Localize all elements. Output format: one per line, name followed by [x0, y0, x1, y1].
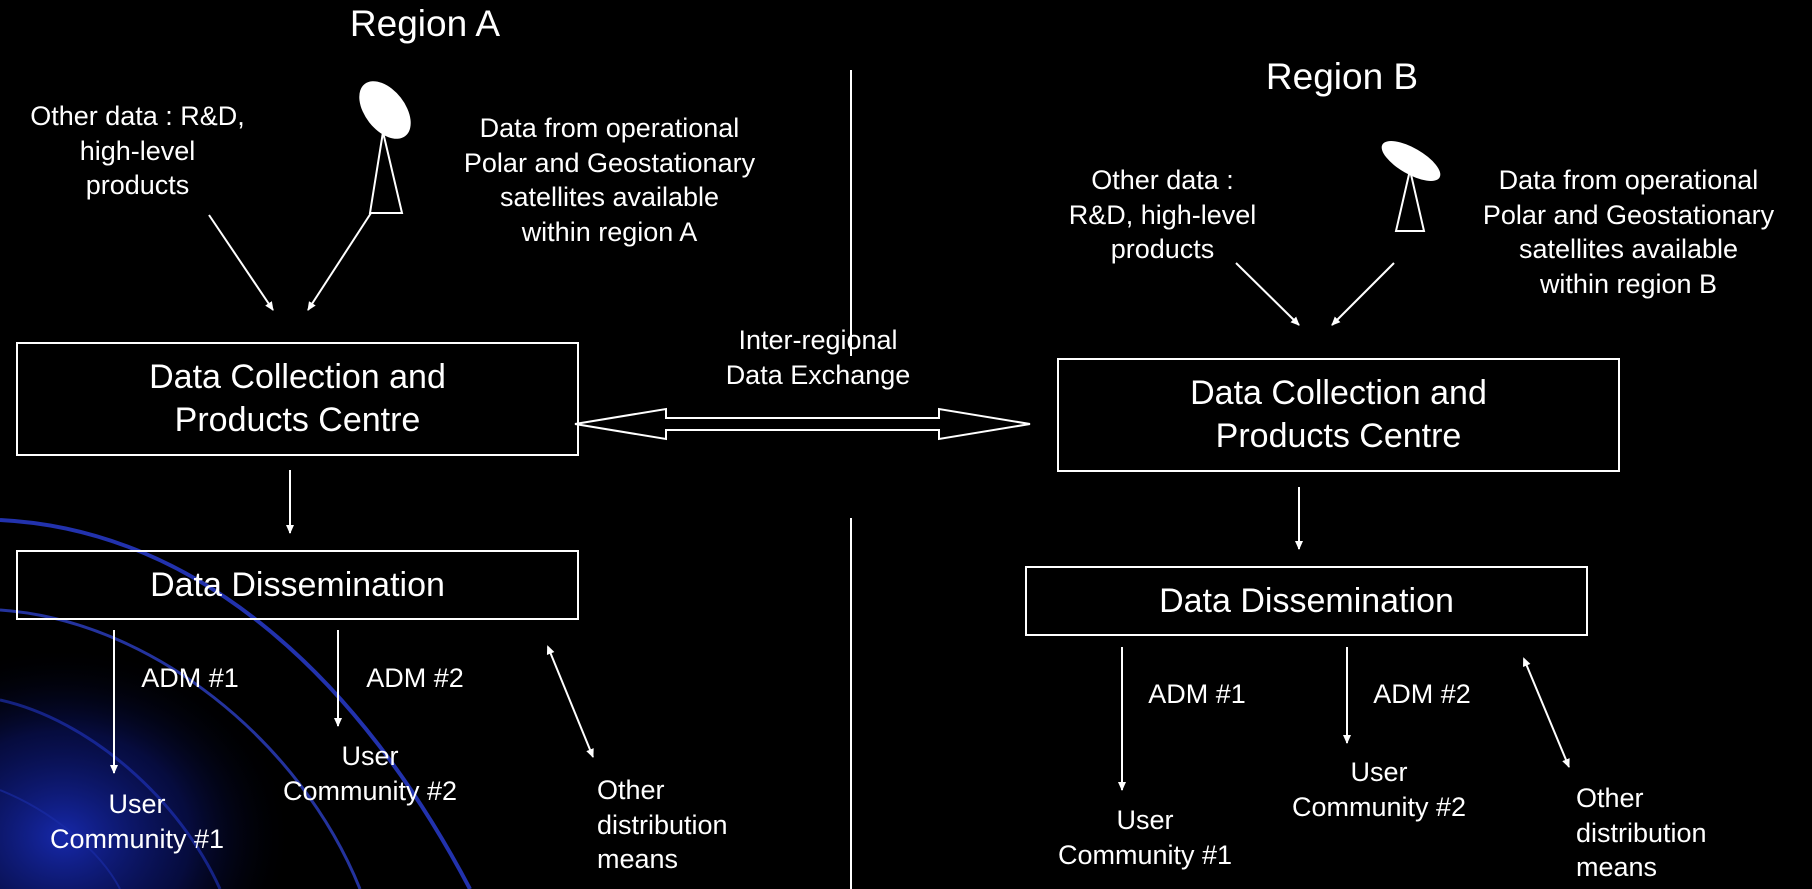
region-b-dissemination-box: Data Dissemination: [1025, 566, 1588, 636]
region-b-other-means-label: Other distribution means: [1576, 783, 1707, 883]
region-a-dissemination-box: Data Dissemination: [16, 550, 579, 620]
region-b-collection-centre-box: Data Collection and Products Centre: [1057, 358, 1620, 472]
arrow-a-other-means: [546, 645, 594, 758]
region-a-satellite-data-label: Data from operational Polar and Geostati…: [463, 113, 756, 247]
region-a-adm2-label: ADM #2: [366, 663, 464, 693]
arrow-b-other-means: [1523, 657, 1570, 768]
region-a-user-community-1: User Community #1: [49, 789, 225, 854]
region-b-user-community-1: User Community #1: [1057, 805, 1233, 870]
region-b-adm2-label: ADM #2: [1373, 679, 1471, 709]
region-b-satellite-data-label: Data from operational Polar and Geostati…: [1482, 165, 1775, 299]
region-a-other-data-label: Other data : R&D, high-level products: [30, 101, 245, 201]
region-a-title: Region A: [349, 3, 501, 44]
satellite-a-icon: [359, 81, 411, 214]
region-b-adm1-label: ADM #1: [1148, 679, 1246, 709]
region-b-user-community-2: User Community #2: [1291, 757, 1467, 822]
exchange-label: Inter-regional Data Exchange: [725, 325, 911, 390]
satellite-b-icon: [1381, 141, 1441, 232]
arrow-b-otherdata: [1235, 262, 1300, 326]
region-a-collection-centre-box: Data Collection and Products Centre: [16, 342, 579, 456]
arrow-b-satellite: [1331, 262, 1395, 326]
region-b-title: Region B: [1265, 56, 1419, 97]
region-a-user-community-2: User Community #2: [282, 741, 458, 806]
region-b-other-data-label: Other data : R&D, high-level products: [1068, 165, 1257, 265]
region-a-other-means-label: Other distribution means: [597, 775, 728, 875]
arrow-a-otherdata: [208, 214, 274, 311]
exchange-double-arrow: [574, 407, 1031, 441]
region-a-adm1-label: ADM #1: [141, 663, 239, 693]
arrow-a-satellite: [307, 212, 372, 311]
